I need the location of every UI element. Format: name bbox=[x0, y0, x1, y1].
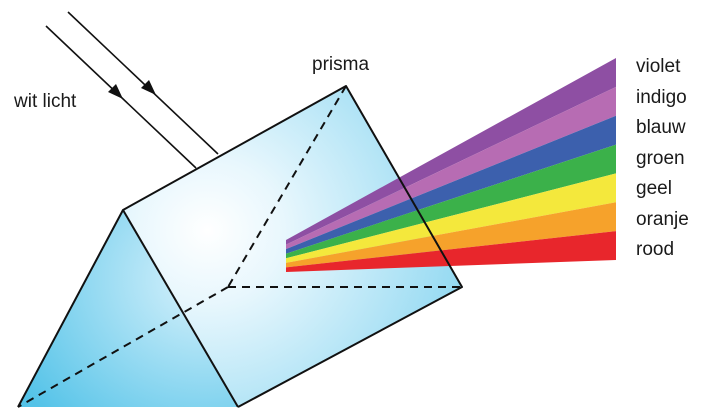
prism-label: prisma bbox=[312, 54, 370, 75]
spectrum-label-blauw: blauw bbox=[636, 117, 686, 138]
spectrum-band-geel bbox=[286, 173, 616, 263]
spectrum-band-oranje bbox=[286, 202, 616, 268]
spectrum-beam bbox=[286, 58, 616, 272]
light-ray-2 bbox=[67, 11, 219, 155]
spectrum-label-rood: rood bbox=[636, 239, 675, 260]
prism-visible-edges bbox=[17, 85, 463, 408]
white-light-label: wit licht bbox=[14, 91, 77, 112]
prism-front-face bbox=[18, 210, 238, 407]
spectrum-label-oranje: oranje bbox=[636, 208, 689, 230]
prism-hidden-edges bbox=[17, 85, 462, 408]
spectrum-label-geel: geel bbox=[636, 178, 672, 199]
spectrum-label-indigo: indigo bbox=[636, 86, 687, 108]
spectrum-band-groen bbox=[286, 144, 616, 259]
spectrum-band-rood bbox=[286, 231, 616, 272]
spectrum-band-indigo bbox=[286, 86, 616, 250]
spectrum-band-blauw bbox=[286, 115, 616, 254]
spectrum-label-groen: groen bbox=[636, 147, 685, 169]
ray-2-arrowhead bbox=[141, 80, 156, 95]
spectrum-band-violet bbox=[286, 58, 616, 245]
spectrum-label-violet: violet bbox=[636, 56, 681, 77]
white-light-rays bbox=[45, 11, 219, 169]
ray-1-arrowhead bbox=[108, 84, 123, 99]
